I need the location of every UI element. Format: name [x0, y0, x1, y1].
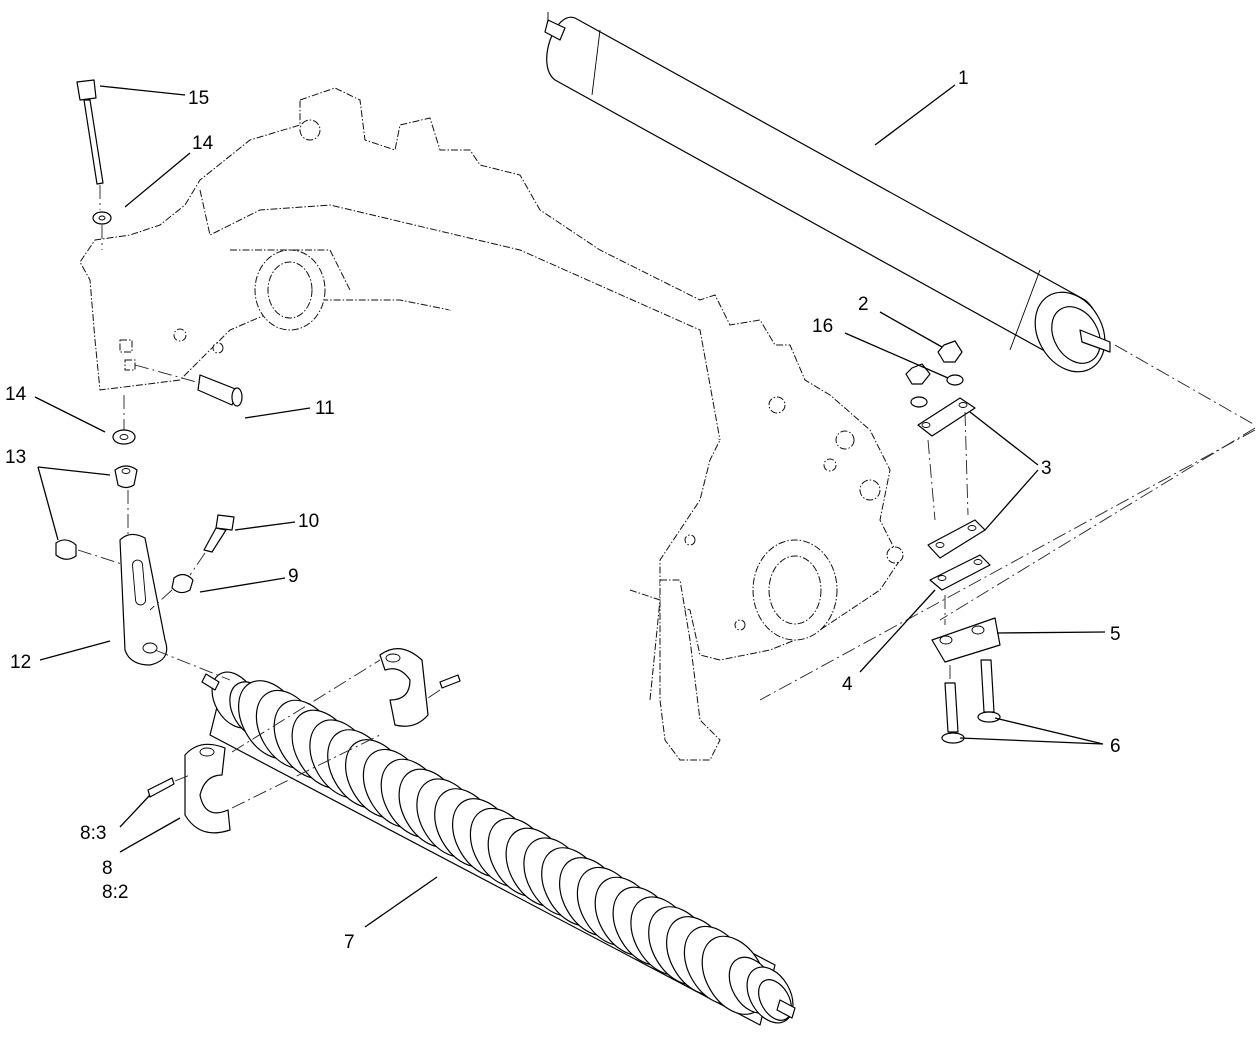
leader-lines: [34, 84, 1106, 928]
callout-14-lower: 14: [5, 384, 27, 405]
callout-8: 8: [102, 858, 113, 879]
callout-8-3: 8:3: [80, 823, 106, 844]
callout-9: 9: [288, 566, 299, 587]
callout-2: 2: [858, 294, 869, 315]
grooved-roller: [201, 671, 796, 1026]
front-roller: [544, 12, 1111, 373]
callout-16: 16: [812, 316, 833, 337]
bearing-housings: [147, 648, 461, 834]
callout-10: 10: [298, 511, 319, 532]
cutting-unit-frame: [79, 87, 904, 761]
callout-14-upper: 14: [192, 133, 214, 154]
callout-7: 7: [344, 932, 355, 953]
callout-11: 11: [315, 398, 335, 419]
callout-12: 12: [10, 652, 31, 673]
callout-1: 1: [958, 68, 969, 89]
callout-3: 3: [1041, 458, 1052, 479]
callout-15: 15: [188, 88, 209, 109]
callout-6: 6: [1110, 736, 1121, 757]
callout-5: 5: [1110, 624, 1121, 645]
callout-labels: 1 2 3 4 5 6 7 8 8:2 8:3 9 10 11 12 13 14…: [5, 68, 1121, 953]
left-hardware: [55, 79, 243, 681]
callout-13: 13: [5, 447, 26, 468]
right-hardware: [759, 340, 1256, 744]
callout-4: 4: [842, 674, 853, 695]
callout-8-2: 8:2: [102, 882, 128, 903]
